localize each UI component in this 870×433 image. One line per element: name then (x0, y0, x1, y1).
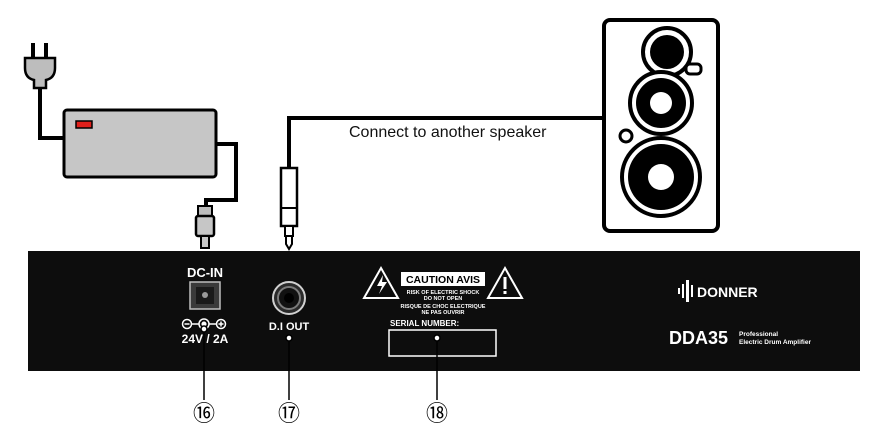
di-out-jack (272, 281, 306, 315)
di-out-label: D.I OUT (269, 321, 310, 333)
dc-in-label: DC-IN (187, 265, 223, 280)
bass-port-round (618, 128, 634, 144)
caution-line-2: DO NOT OPEN (424, 296, 463, 302)
model-name: DDA35 (669, 328, 728, 348)
dc-in-jack (189, 281, 221, 310)
quarter-inch-jack-icon (279, 166, 299, 251)
warning-triangle-left-icon (362, 265, 400, 299)
serial-number-box (388, 329, 497, 357)
callout-16: ⑯ (193, 402, 215, 427)
caution-box (401, 272, 485, 286)
callout-dots (200, 325, 441, 342)
connection-label: Connect to another speaker (349, 124, 547, 141)
tweeter-icon (641, 26, 693, 78)
polarity-symbol-icon (181, 318, 227, 330)
caution-line-1: RISK OF ELECTRIC SHOCK (407, 290, 480, 296)
adapter-cable (204, 142, 238, 206)
mid-driver-icon (628, 70, 694, 136)
model-subtitle-1: Professional (739, 331, 778, 338)
donner-logo-icon (678, 280, 693, 302)
caution-title: CAUTION AVIS (406, 274, 480, 286)
callout-18: ⑱ (426, 402, 448, 427)
serial-number-label: SERIAL NUMBER: (390, 319, 459, 328)
speaker-cabinet (602, 18, 720, 233)
speaker-cable (287, 116, 604, 168)
power-plug-icon (23, 43, 57, 90)
caution-line-3: RISQUE DE CHOC ELECTRIQUE (401, 304, 486, 310)
power-adapter (62, 108, 218, 179)
warning-triangle-right-icon (486, 265, 524, 299)
rear-panel (28, 251, 860, 371)
woofer-icon (620, 136, 702, 218)
callout-17: ⑰ (278, 402, 300, 427)
callout-leaders (203, 329, 438, 400)
power-rating-label: 24V / 2A (182, 332, 229, 346)
brand-name: DONNER (697, 284, 758, 300)
power-indicator-light (75, 120, 93, 129)
bass-port-slot (684, 62, 703, 76)
dc-barrel-plug-icon (194, 205, 216, 249)
plug-cable (38, 88, 64, 140)
model-subtitle-2: Electric Drum Amplifier (739, 339, 811, 346)
caution-line-4: NE PAS OUVRIR (422, 310, 465, 316)
